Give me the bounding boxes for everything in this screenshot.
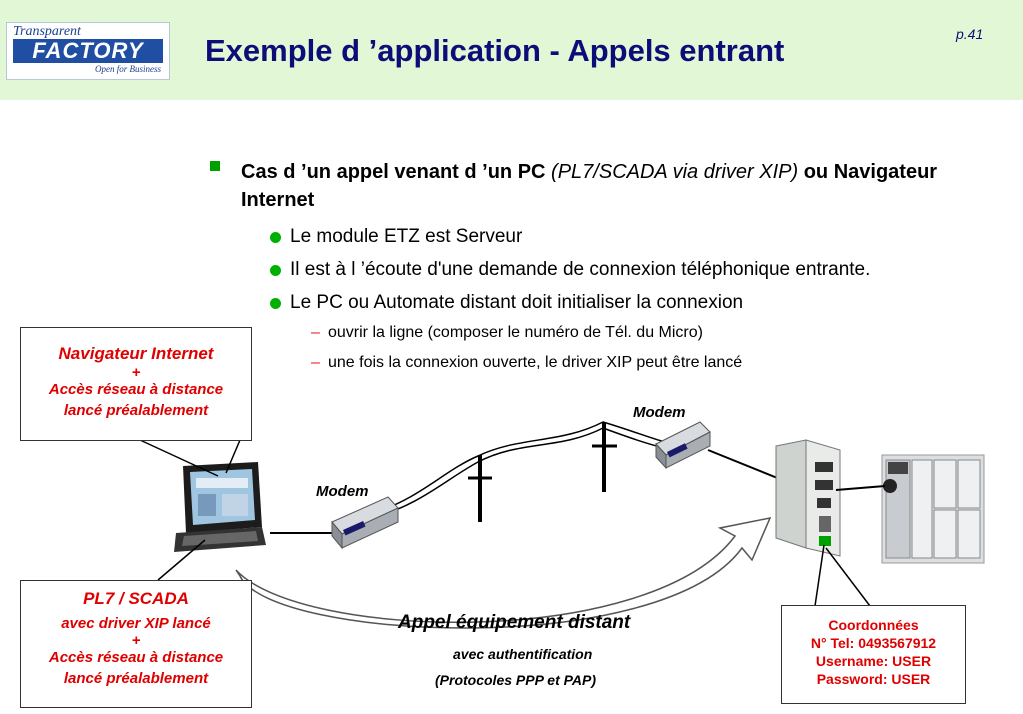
- round-bullet-icon: [270, 232, 281, 243]
- sub-bullet-2: Il est à l ’écoute d'une demande de conn…: [290, 259, 871, 280]
- navigateur-line1: Navigateur Internet: [58, 344, 214, 363]
- pl7-line5: lancé préalablement: [63, 670, 209, 687]
- navigateur-line2: +: [131, 364, 141, 381]
- bullet-main: Cas d ’un appel venant d ’un PC (PL7/SCA…: [241, 158, 1011, 214]
- coordonnees-box: Coordonnées N° Tel: 0493567912 Username:…: [781, 605, 966, 704]
- sub-bullet-1: Le module ETZ est Serveur: [290, 226, 523, 247]
- callout-line: [825, 547, 871, 607]
- coordonnees-line3: Username: USER: [815, 653, 932, 669]
- slide-title: Exemple d ’application - Appels entrant: [205, 33, 785, 68]
- round-bullet-icon: [270, 298, 281, 309]
- bullet-main-end: ou Navigateur Internet: [241, 161, 938, 211]
- logo-main-text: FACTORY: [13, 39, 163, 63]
- phone-line: [371, 427, 666, 519]
- plc-module-icon: [775, 439, 841, 557]
- pl7-line4: Accès réseau à distance: [48, 649, 224, 666]
- pl7-line1: PL7 / SCADA: [83, 589, 189, 608]
- coordonnees-line2: N° Tel: 0493567912: [810, 635, 937, 651]
- appel-title: Appel équipement distant: [398, 612, 631, 633]
- sub-bullet-3: Le PC ou Automate distant doit initialis…: [290, 292, 744, 313]
- logo-top-text: Transparent: [13, 24, 81, 39]
- transparent-factory-logo: Transparent FACTORY Open for Business: [6, 22, 170, 80]
- sub-sub-bullet-2: une fois la connexion ouverte, le driver…: [328, 354, 743, 371]
- sub-sub-bullet-1: ouvrir la ligne (composer le numéro de T…: [328, 324, 703, 341]
- appel-sub2: (Protocoles PPP et PAP): [435, 672, 597, 688]
- modem-right-label: Modem: [633, 404, 686, 421]
- callout-line: [225, 439, 241, 474]
- pl7-line2: avec driver XIP lancé: [61, 615, 211, 632]
- phone-line: [375, 421, 666, 513]
- callout-line: [814, 544, 825, 607]
- telephone-pole-icon: [592, 422, 617, 492]
- logo-sub-text: Open for Business: [95, 64, 161, 74]
- modem-icon: [331, 496, 399, 550]
- bullet-main-italic: (PL7/SCADA via driver XIP): [551, 161, 799, 183]
- round-bullet-icon: [270, 265, 281, 276]
- pl7-line3: +: [131, 632, 141, 649]
- plc-rack-cable: [835, 485, 886, 491]
- pl7-box: PL7 / SCADA avec driver XIP lancé + Accè…: [20, 580, 252, 708]
- dash-bullet-icon: –: [311, 324, 320, 341]
- plc-rack-icon: [881, 454, 985, 564]
- modem-icon: [655, 421, 711, 470]
- modem-left-label: Modem: [316, 483, 369, 500]
- coordonnees-line4: Password: USER: [816, 671, 931, 687]
- callout-line: [157, 539, 206, 581]
- callout-line: [139, 439, 219, 477]
- laptop-icon: [174, 462, 266, 552]
- dash-bullet-icon: –: [311, 354, 320, 371]
- appel-sub1: avec authentification: [453, 646, 593, 662]
- page-number: p.41: [956, 26, 984, 42]
- header-band: [0, 0, 1023, 100]
- coordonnees-line1: Coordonnées: [828, 617, 919, 633]
- navigateur-line4: lancé préalablement: [63, 402, 209, 419]
- telephone-pole-icon: [468, 455, 492, 522]
- bullet-main-bold: Cas d ’un appel venant d ’un PC: [241, 161, 546, 183]
- square-bullet-icon: [210, 161, 220, 171]
- navigateur-box: Navigateur Internet + Accès réseau à dis…: [20, 327, 252, 441]
- navigateur-line3: Accès réseau à distance: [48, 381, 224, 398]
- call-arrow: [235, 516, 772, 629]
